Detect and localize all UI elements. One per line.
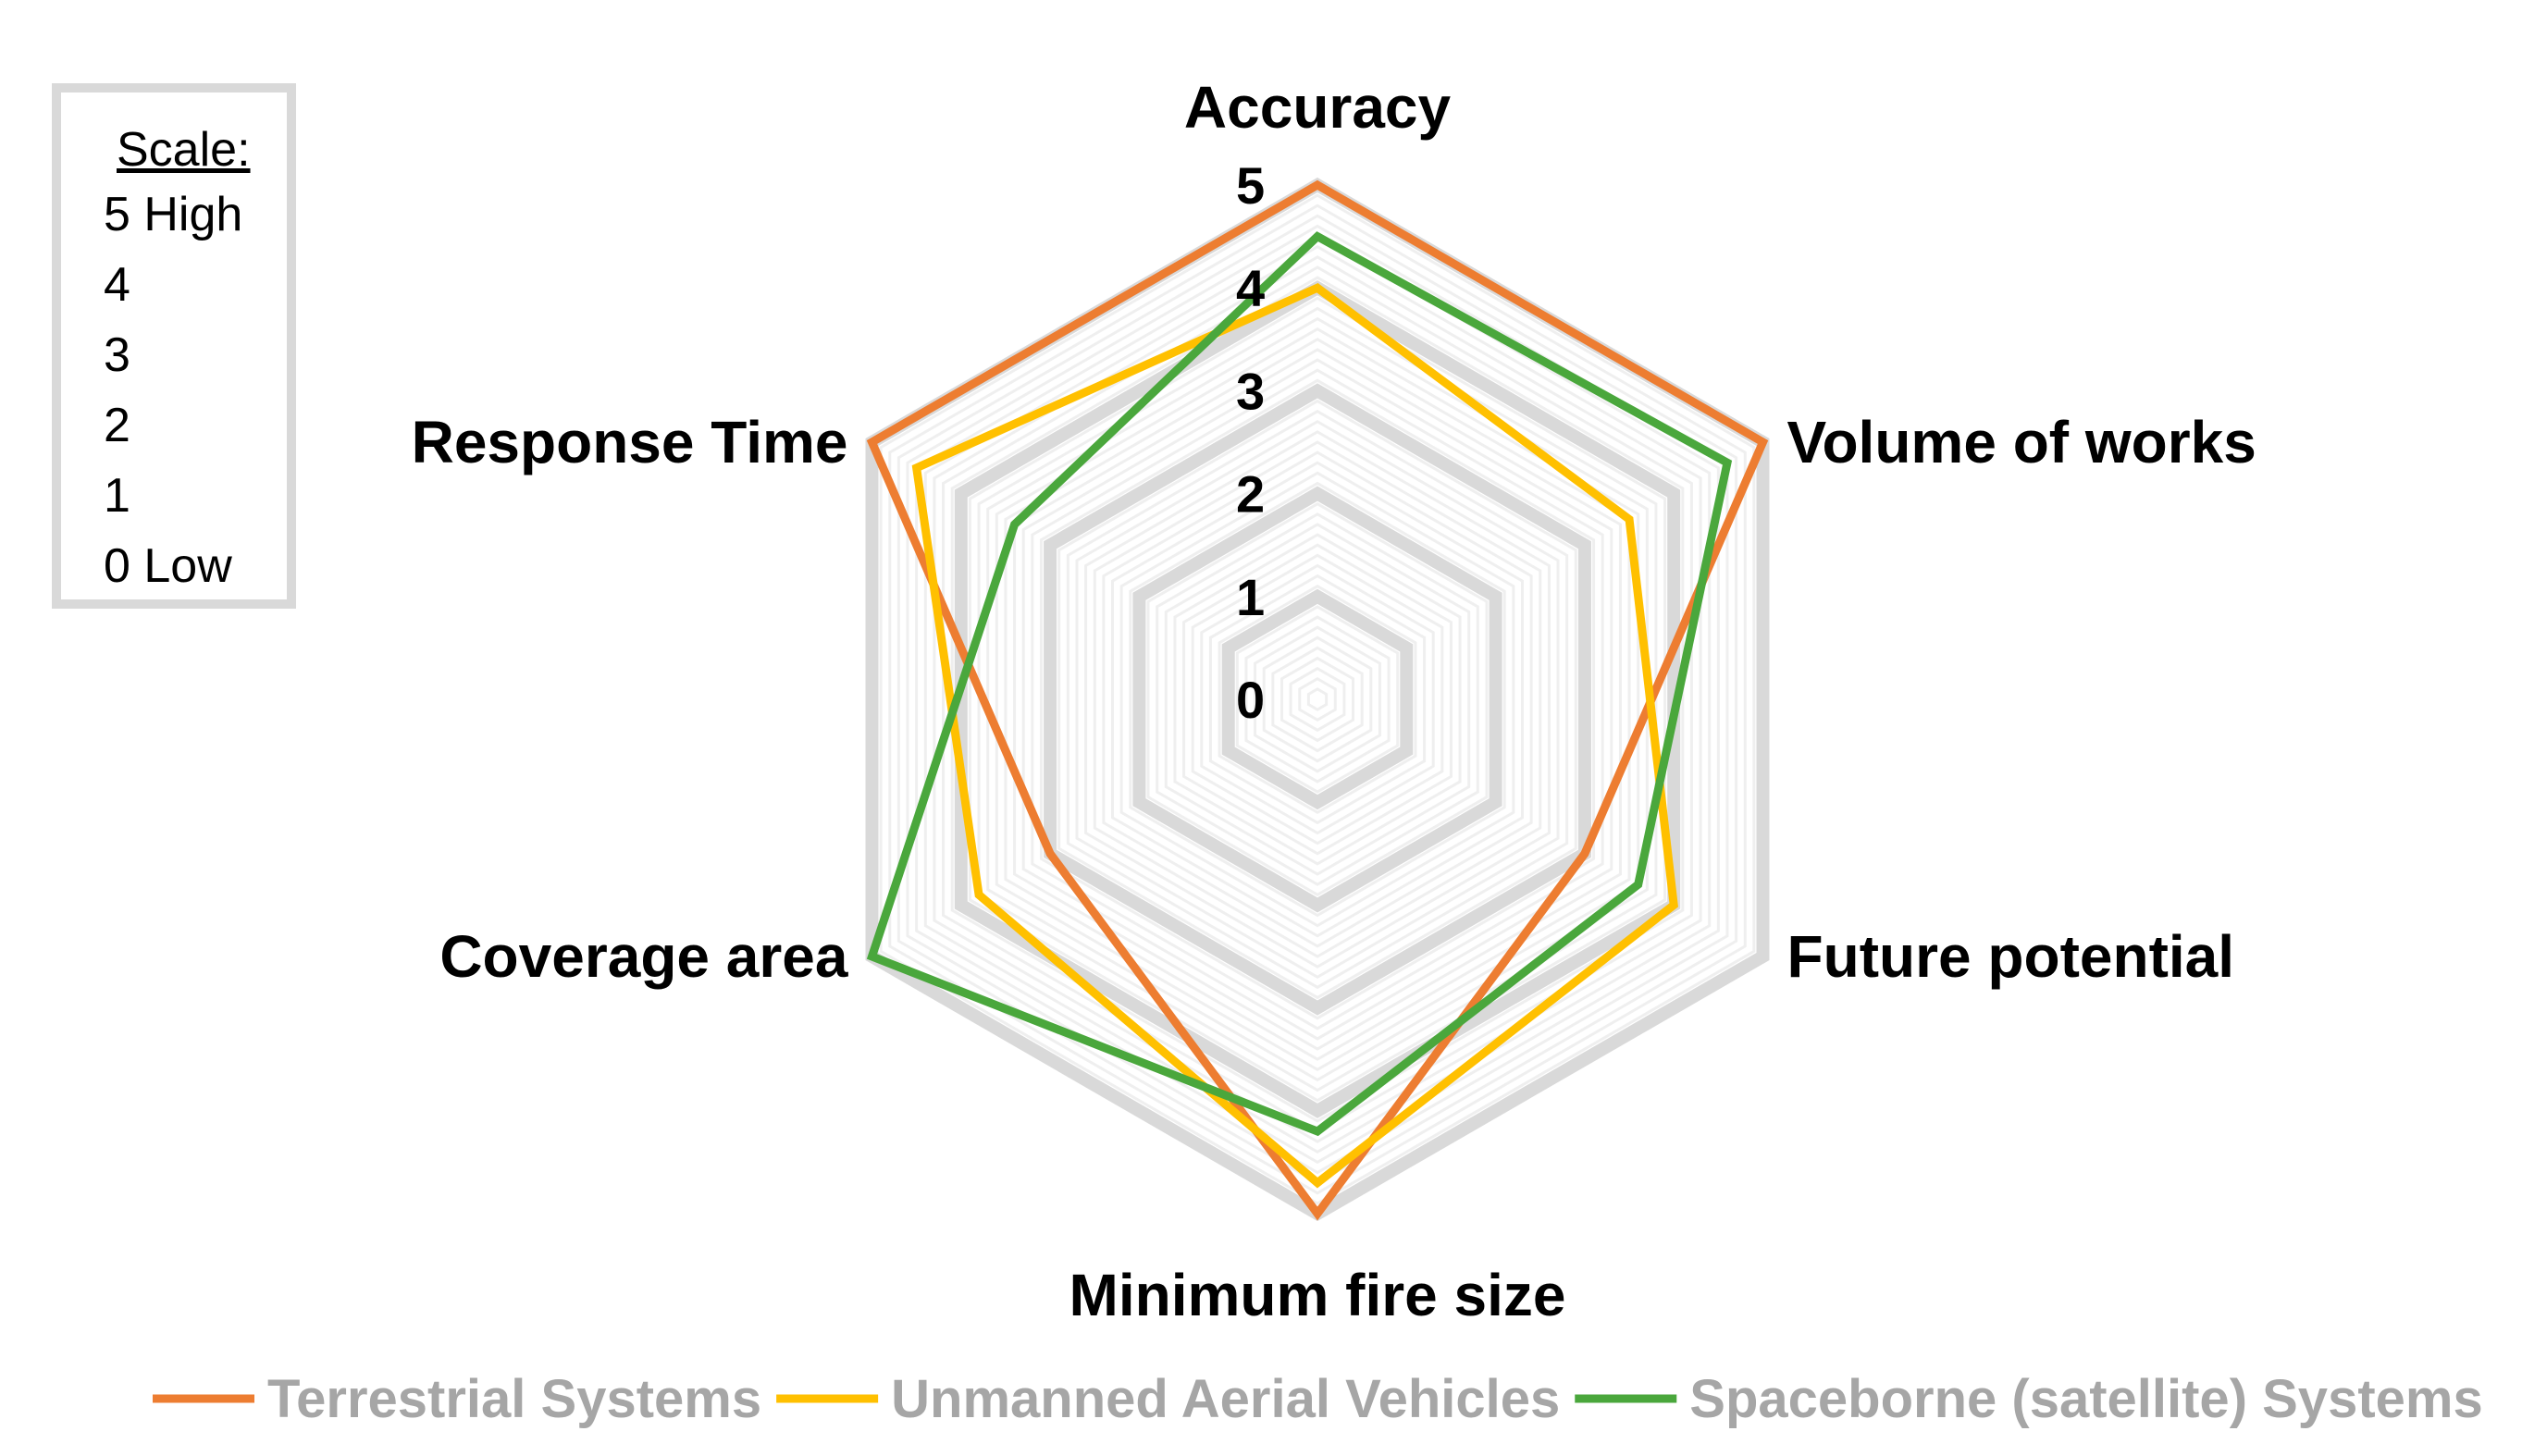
grid-ring-minor <box>1271 646 1364 753</box>
chart-legend: Terrestrial Systems Unmanned Aerial Vehic… <box>153 1369 2483 1429</box>
scale-legend-box: Scale: 5 High 4 3 2 1 0 Low <box>52 83 296 609</box>
scale-legend-item: 0 Low <box>104 539 232 593</box>
legend-entry: Unmanned Aerial Vehicles <box>891 1369 1560 1429</box>
grid-ring-minor <box>1208 574 1427 825</box>
grid-ring-minor <box>995 327 1640 1072</box>
grid-ring-minor <box>1200 563 1435 835</box>
tick-label: 1 <box>1236 568 1265 626</box>
grid-ring-minor <box>1218 584 1417 815</box>
grid-ring-minor <box>1235 605 1400 794</box>
axis-label: Future potential <box>1787 923 2235 990</box>
grid-ring-major <box>954 280 1681 1118</box>
grid-ring-minor <box>1298 677 1337 722</box>
scale-legend-item: 5 High <box>104 188 243 241</box>
grid-ring-minor <box>1244 615 1391 784</box>
tick-label: 4 <box>1236 259 1265 317</box>
axis-label: Minimum fire size <box>1069 1262 1566 1328</box>
scale-legend-item: 2 <box>104 399 130 452</box>
grid-ring-minor <box>1031 368 1604 1030</box>
scale-legend-title: Scale: <box>117 123 251 177</box>
grid-ring-minor <box>968 296 1667 1103</box>
radar-series-group <box>866 179 1769 1221</box>
radar-grid <box>865 177 1770 1222</box>
legend-entry: Spaceborne (satellite) Systems <box>1689 1369 2482 1429</box>
grid-ring-minor <box>1156 512 1479 886</box>
radar-tick-labels: 0 1 2 3 4 5 <box>1236 156 1265 729</box>
grid-ring-minor <box>1093 440 1542 958</box>
axis-label: Accuracy <box>1184 74 1452 141</box>
grid-ring-minor <box>1173 533 1462 866</box>
grid-ring-minor <box>1289 666 1346 733</box>
scale-legend-item: 1 <box>104 469 130 523</box>
grid-ring-minor <box>1111 461 1524 938</box>
grid-ring-minor <box>1306 687 1329 711</box>
axis-label: Coverage area <box>439 923 848 990</box>
grid-ring-major <box>1044 383 1591 1016</box>
grid-ring-minor <box>1182 543 1453 856</box>
grid-ring-minor <box>950 276 1685 1123</box>
grid-ring-minor <box>1191 553 1444 845</box>
grid-ring-minor <box>1254 625 1381 773</box>
grid-ring-minor <box>986 316 1649 1082</box>
grid-ring-minor <box>923 244 1712 1154</box>
scale-legend-item: 3 <box>104 328 130 382</box>
series-line-terrestrial-systems <box>866 179 1769 1221</box>
tick-label: 0 <box>1236 671 1265 729</box>
grid-ring-minor <box>888 204 1747 1195</box>
grid-ring-major <box>1221 588 1414 810</box>
tick-label: 2 <box>1236 465 1265 524</box>
scale-legend-item: 4 <box>104 258 130 312</box>
grid-ring-minor <box>1066 409 1569 990</box>
grid-ring-minor <box>1146 501 1489 897</box>
grid-ring-minor <box>1164 523 1471 876</box>
series-line-spaceborne-satellite-systems <box>866 231 1733 1137</box>
tick-label: 5 <box>1236 156 1265 215</box>
legend-entry: Terrestrial Systems <box>267 1369 761 1429</box>
grid-ring-major <box>1132 486 1502 913</box>
grid-ring-minor <box>1013 348 1622 1051</box>
grid-ring-minor <box>977 306 1658 1092</box>
grid-ring-minor <box>1057 399 1577 1000</box>
grid-ring-minor <box>879 193 1756 1205</box>
grid-ring-minor <box>1262 635 1373 763</box>
tick-label: 3 <box>1236 362 1265 420</box>
grid-ring-minor <box>1102 450 1533 948</box>
grid-ring-minor <box>906 224 1729 1175</box>
grid-ring-minor <box>1084 430 1551 969</box>
grid-ring-minor <box>1039 378 1596 1020</box>
grid-ring-minor <box>1075 420 1560 979</box>
grid-ring-minor <box>1280 656 1355 743</box>
grid-ring-minor <box>1021 358 1613 1041</box>
axis-label: Response Time <box>412 409 848 475</box>
grid-ring-minor <box>1119 471 1515 928</box>
grid-ring-minor <box>933 255 1702 1143</box>
series-line-unmanned-aerial-vehicles <box>911 283 1678 1189</box>
grid-ring-minor <box>1129 481 1506 918</box>
axis-label: Volume of works <box>1787 409 2256 475</box>
